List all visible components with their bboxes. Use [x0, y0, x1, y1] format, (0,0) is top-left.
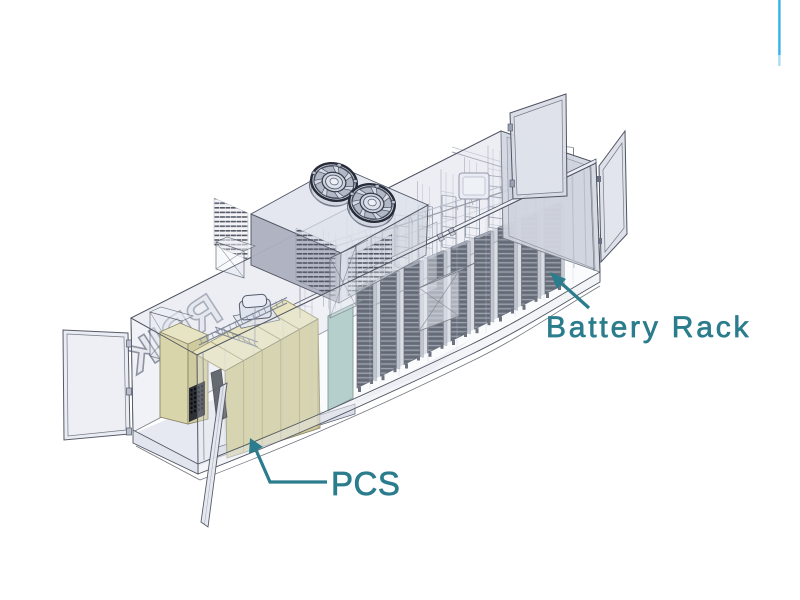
svg-text:PCS: PCS: [331, 465, 400, 502]
svg-text:Battery Rack: Battery Rack: [546, 311, 751, 344]
